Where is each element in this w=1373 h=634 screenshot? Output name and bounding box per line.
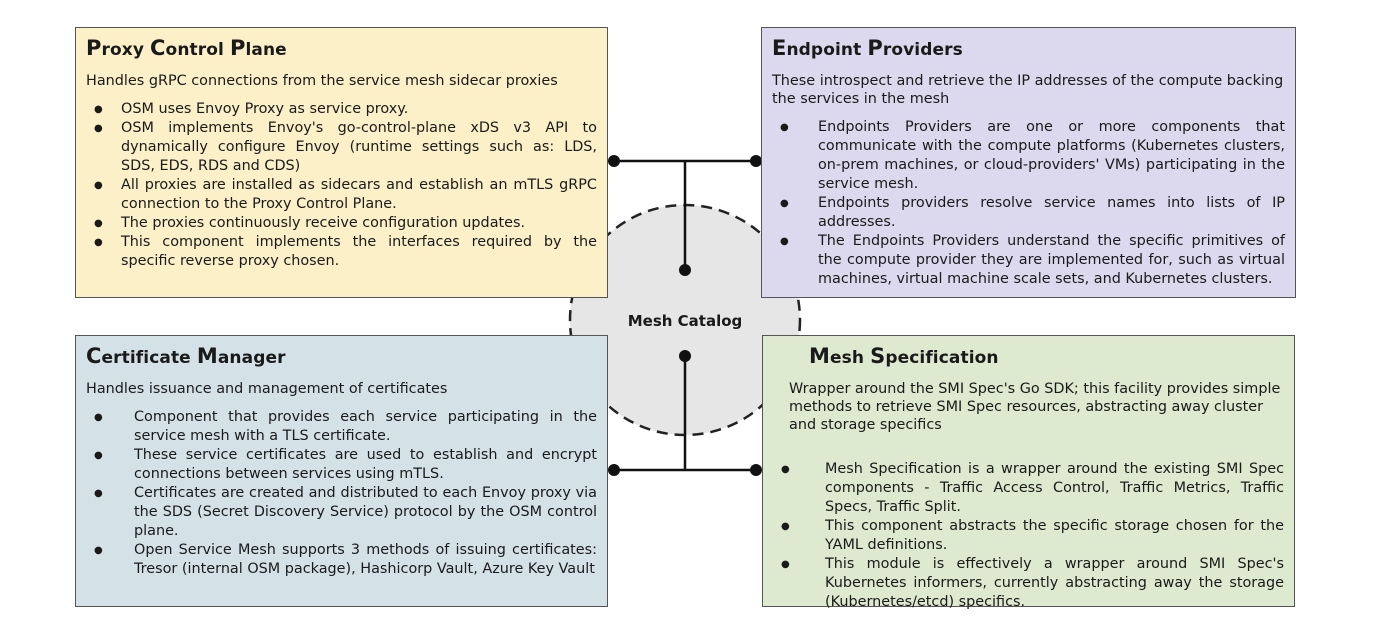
list-item: This component implements the interfaces… xyxy=(86,233,597,271)
list-item: Mesh Specification is a wrapper around t… xyxy=(773,460,1284,517)
list-item: Certificates are created and distributed… xyxy=(86,484,597,541)
certificate-manager-list: Component that provides each service par… xyxy=(86,408,597,579)
list-item: All proxies are installed as sidecars an… xyxy=(86,176,597,214)
list-item: The Endpoints Providers understand the s… xyxy=(772,232,1285,289)
endpoint-providers-list: Endpoints Providers are one or more comp… xyxy=(772,118,1285,289)
proxy-control-plane-list: OSM uses Envoy Proxy as service proxy. O… xyxy=(86,100,597,271)
certificate-manager-intro: Handles issuance and management of certi… xyxy=(86,381,448,397)
proxy-control-plane-intro: Handles gRPC connections from the servic… xyxy=(86,73,558,89)
proxy-control-plane-panel: Proxy Control Plane Handles gRPC connect… xyxy=(75,27,608,298)
list-item: Open Service Mesh supports 3 methods of … xyxy=(86,541,597,579)
mesh-specification-panel: Mesh Specification Wrapper around the SM… xyxy=(762,335,1295,610)
bottom-right-connector-dot xyxy=(750,464,762,476)
list-item: Endpoints providers resolve service name… xyxy=(772,194,1285,232)
mesh-specification-list: Mesh Specification is a wrapper around t… xyxy=(773,460,1284,612)
certificate-manager-panel: Certificate Manager Handles issuance and… xyxy=(75,335,608,607)
bottom-center-connector-dot xyxy=(679,350,691,362)
endpoint-providers-panel: Endpoint Providers These introspect and … xyxy=(761,27,1296,298)
list-item: OSM implements Envoy's go-control-plane … xyxy=(86,119,597,176)
certificate-manager-title: Certificate Manager xyxy=(86,344,286,368)
list-item: These service certificates are used to e… xyxy=(86,446,597,484)
top-right-connector-dot xyxy=(750,155,762,167)
proxy-control-plane-title: Proxy Control Plane xyxy=(86,36,287,60)
mesh-specification-intro: Wrapper around the SMI Spec's Go SDK; th… xyxy=(789,381,1281,433)
mesh-catalog-label: Mesh Catalog xyxy=(627,312,743,330)
mesh-specification-title: Mesh Specification xyxy=(809,344,999,368)
list-item: This component abstracts the specific st… xyxy=(773,517,1284,555)
endpoint-providers-intro: These introspect and retrieve the IP add… xyxy=(772,73,1284,107)
top-left-connector-dot xyxy=(608,155,620,167)
endpoint-providers-title: Endpoint Providers xyxy=(772,36,963,60)
top-center-connector-dot xyxy=(679,264,691,276)
list-item: The proxies continuously receive configu… xyxy=(86,214,597,233)
bottom-left-connector-dot xyxy=(608,464,620,476)
list-item: This module is effectively a wrapper aro… xyxy=(773,555,1284,612)
list-item: Endpoints Providers are one or more comp… xyxy=(772,118,1285,194)
list-item: Component that provides each service par… xyxy=(86,408,597,446)
list-item: OSM uses Envoy Proxy as service proxy. xyxy=(86,100,597,119)
